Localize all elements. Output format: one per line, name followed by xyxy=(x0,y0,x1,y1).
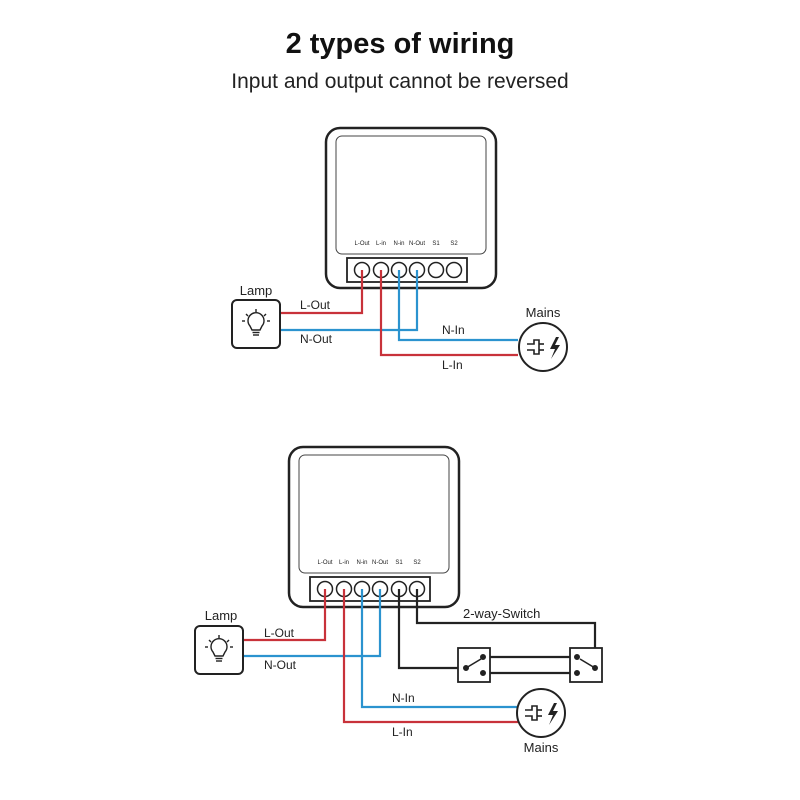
plug-icon xyxy=(527,339,544,355)
diagram-2: L-Out L-in N-in N-Out S1 S2 L-Out N-Out … xyxy=(194,445,603,755)
terminal-label-n-out: N-Out xyxy=(372,560,388,566)
terminal-label-n-in: N-in xyxy=(356,560,367,566)
wire-label-n-out: N-Out xyxy=(264,658,297,672)
two-way-switch-right xyxy=(569,647,603,683)
terminal-screw xyxy=(445,261,463,279)
wire-label-l-out: L-Out xyxy=(264,626,295,640)
lightning-icon xyxy=(548,703,558,725)
wire-label-n-in: N-In xyxy=(392,691,415,705)
terminal-label-s1: S1 xyxy=(432,241,440,247)
mains-1: Mains xyxy=(518,305,568,372)
wire-n-out xyxy=(243,589,382,658)
wire-n-out xyxy=(280,270,419,332)
lightning-icon xyxy=(550,337,560,359)
wire-s2 xyxy=(415,589,597,648)
wire-l-out xyxy=(243,589,327,642)
terminal-label-l-out: L-Out xyxy=(317,560,332,566)
mains-2: Mains xyxy=(516,688,566,755)
terminal-label-s2: S2 xyxy=(450,241,458,247)
switch-module-2: L-Out L-in N-in N-Out S1 S2 xyxy=(287,445,461,609)
page-title: 2 types of wiring xyxy=(285,28,515,60)
two-way-switch-left xyxy=(457,647,491,683)
lamp-label: Lamp xyxy=(240,283,273,298)
page-subtitle: Input and output cannot be reversed xyxy=(231,70,569,93)
diagram-1: L-Out L-in N-in N-Out S1 S2 L-Out N-Out … xyxy=(231,126,568,372)
wire-s1 xyxy=(397,589,458,670)
wire-n-in xyxy=(360,589,518,709)
switch-module-1: L-Out L-in N-in N-Out S1 S2 xyxy=(324,126,498,290)
switch-contact-icon xyxy=(573,653,598,676)
wire-n-in xyxy=(397,270,518,342)
mains-label: Mains xyxy=(526,305,561,320)
wire-label-l-out: L-Out xyxy=(300,298,331,312)
terminal-label-s1: S1 xyxy=(395,560,403,566)
lamp-2: Lamp xyxy=(194,608,244,675)
terminal-label-s2: S2 xyxy=(413,560,421,566)
wire-label-l-in: L-In xyxy=(442,358,463,372)
switch-contact-icon xyxy=(462,653,486,676)
wire-label-n-out: N-Out xyxy=(300,332,333,346)
terminal-label-n-out: N-Out xyxy=(409,241,425,247)
lightbulb-icon xyxy=(242,309,270,336)
terminal-label-l-in: L-in xyxy=(339,560,349,566)
switch-label: 2-way-Switch xyxy=(463,606,540,621)
wire-l-in xyxy=(379,270,518,357)
lamp-1: Lamp xyxy=(231,283,281,349)
lightbulb-icon xyxy=(205,635,233,662)
terminal-label-l-in: L-in xyxy=(376,241,386,247)
wire-label-n-in: N-In xyxy=(442,323,465,337)
terminal-label-l-out: L-Out xyxy=(354,241,369,247)
terminal-screw xyxy=(427,261,445,279)
mains-label: Mains xyxy=(524,740,559,755)
terminal-label-n-in: N-in xyxy=(393,241,404,247)
wire-l-in xyxy=(342,589,518,724)
wire-label-l-in: L-In xyxy=(392,725,413,739)
lamp-label: Lamp xyxy=(205,608,238,623)
plug-icon xyxy=(525,705,542,721)
wire-l-out xyxy=(280,270,364,315)
